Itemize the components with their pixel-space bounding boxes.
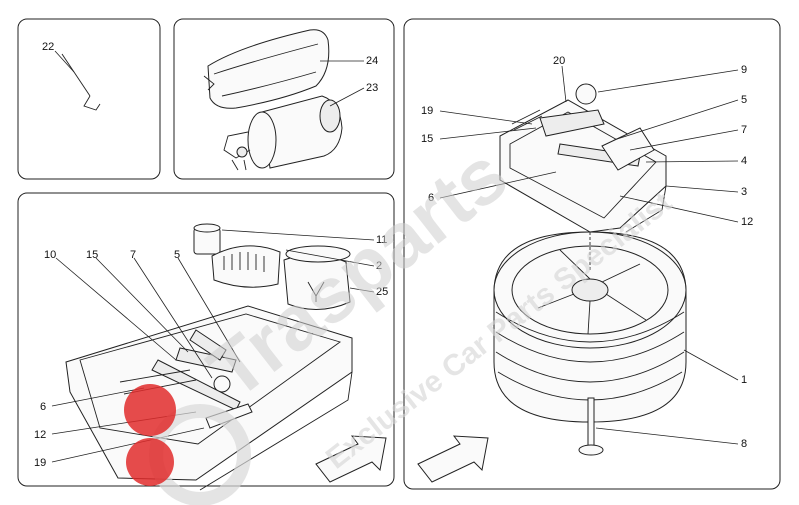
callout-4: 4 [741,155,747,167]
compressor-canister [223,95,343,171]
callout-19-wheel: 19 [421,105,433,117]
callout-12-wheel: 12 [741,216,753,228]
callout-7: 7 [130,249,136,261]
callout-8: 8 [741,438,747,450]
callout-5: 5 [174,249,180,261]
callout-22: 22 [42,41,54,53]
callout-10: 10 [44,249,56,261]
direction-arrow-right [417,435,489,483]
tool-bag [203,29,330,109]
spare-wheel [493,231,687,423]
callout-23: 23 [366,82,378,94]
item-11-cup [193,223,221,255]
callout-24: 24 [366,55,378,67]
callout-6-wheel: 6 [428,192,434,204]
callout-3: 3 [741,186,747,198]
callout-11: 11 [376,234,387,246]
watermark-logo [124,384,251,505]
panel-spare-wheel: 20 9 19 5 15 7 4 6 3 12 1 8 [403,18,781,490]
callout-9: 9 [741,64,747,76]
item-2-case [211,245,281,288]
wheel-bolt [578,397,604,456]
callout-25: 25 [376,286,388,298]
wheel-tray-tools [511,83,655,171]
callout-7-wheel: 7 [741,124,747,136]
callout-1: 1 [741,374,747,386]
callout-12: 12 [34,429,46,441]
callout-15: 15 [86,249,98,261]
wheel-tray [499,99,667,233]
callout-6: 6 [40,401,46,413]
panel-tray-contents: 10 15 7 5 11 2 25 6 12 19 [17,192,395,491]
item-25-pouch [283,245,351,311]
callout-5-wheel: 5 [741,94,747,106]
panel-bag-compressor: 24 23 [173,18,395,180]
direction-arrow-left [315,435,387,483]
tools-on-tray [119,329,253,429]
callout-2: 2 [376,260,382,272]
panel-wrench: 22 [17,18,161,180]
callout-15-wheel: 15 [421,133,433,145]
callout-19: 19 [34,457,46,469]
callout-20: 20 [553,55,565,67]
